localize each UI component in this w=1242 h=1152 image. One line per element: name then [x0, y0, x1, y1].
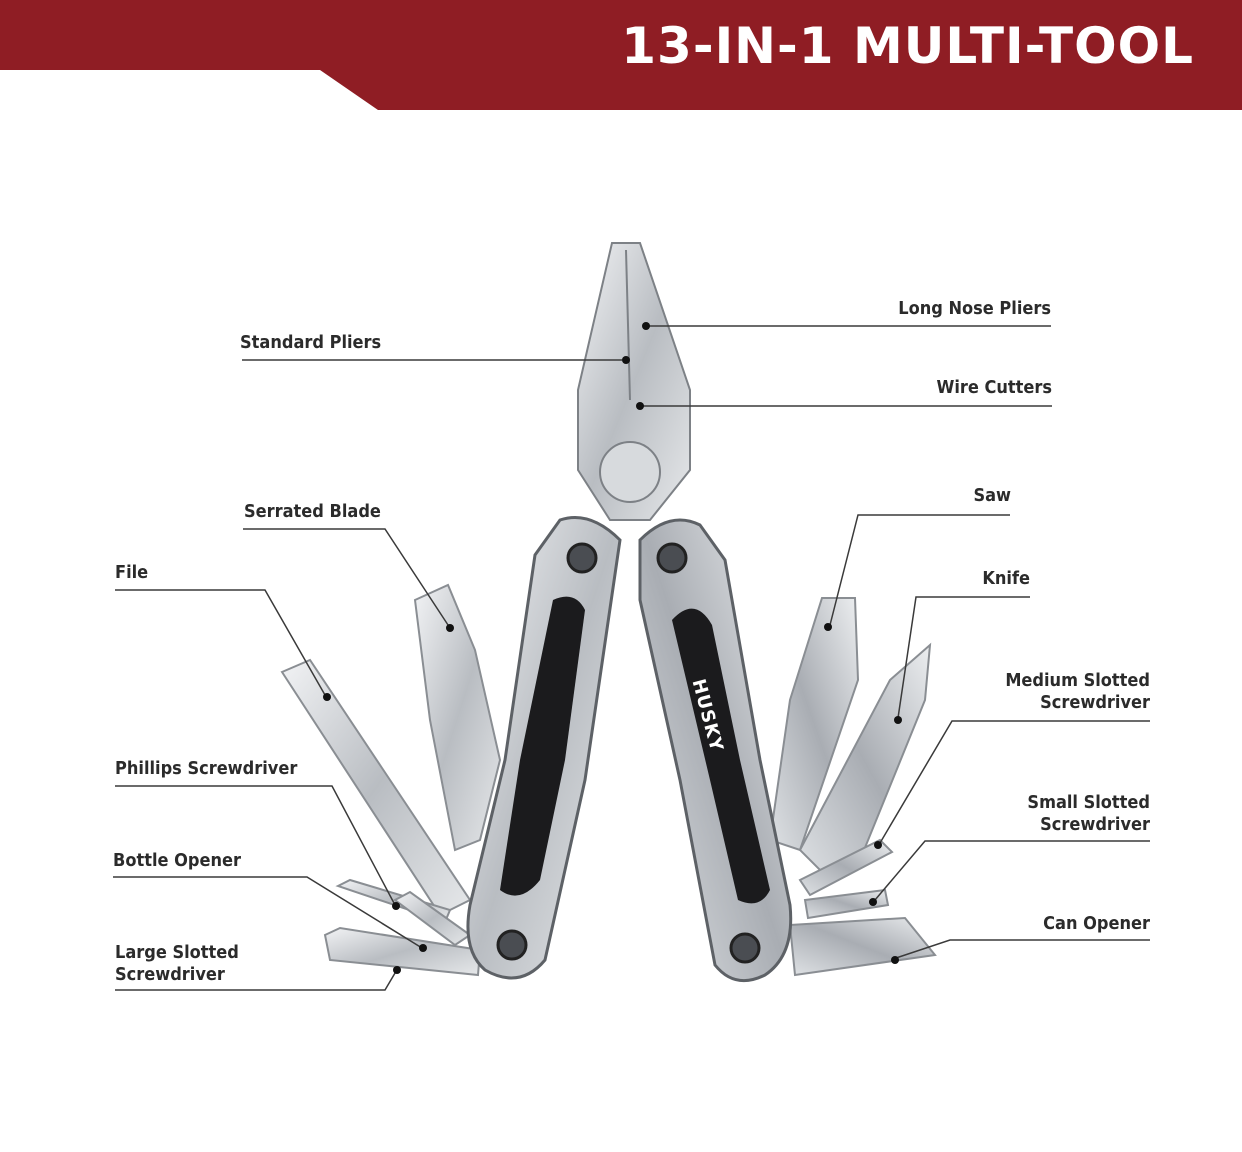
label-serrated-blade: Serrated Blade [244, 501, 381, 522]
label-large-slotted-line2: Screwdriver [115, 964, 225, 985]
can-opener-tool [788, 916, 937, 977]
label-long-nose-pliers: Long Nose Pliers [898, 298, 1051, 319]
label-file: File [115, 562, 149, 583]
left-handle [466, 516, 622, 980]
title-banner [0, 0, 1242, 110]
pliers-head [577, 242, 691, 521]
serrated-blade-tool [413, 583, 502, 852]
label-large-slotted-screwdriver: Large Slotted Screwdriver [115, 942, 239, 986]
right-handle [638, 518, 793, 983]
page-title: 13-IN-1 MULTI-TOOL [621, 17, 1194, 75]
label-small-slotted-line1: Small Slotted [1027, 792, 1150, 813]
medium-slotted-screwdriver-tool [798, 838, 894, 897]
label-small-slotted-screwdriver: Small Slotted Screwdriver [1027, 792, 1150, 836]
label-standard-pliers: Standard Pliers [240, 332, 382, 353]
label-phillips-screwdriver: Phillips Screwdriver [115, 758, 298, 779]
label-bottle-opener: Bottle Opener [113, 850, 241, 871]
label-medium-slotted-screwdriver: Medium Slotted Screwdriver [1005, 670, 1150, 714]
label-saw: Saw [973, 485, 1011, 506]
label-medium-slotted-line1: Medium Slotted [1005, 670, 1150, 691]
label-small-slotted-line2: Screwdriver [1040, 814, 1150, 835]
callout-lines [113, 325, 1150, 991]
small-slotted-screwdriver-tool [803, 888, 890, 920]
label-medium-slotted-line2: Screwdriver [1040, 692, 1150, 713]
label-large-slotted-line1: Large Slotted [115, 942, 239, 963]
label-wire-cutters: Wire Cutters [936, 377, 1052, 398]
callout-dots [323, 322, 902, 974]
label-knife: Knife [982, 568, 1030, 589]
label-can-opener: Can Opener [1043, 913, 1150, 934]
